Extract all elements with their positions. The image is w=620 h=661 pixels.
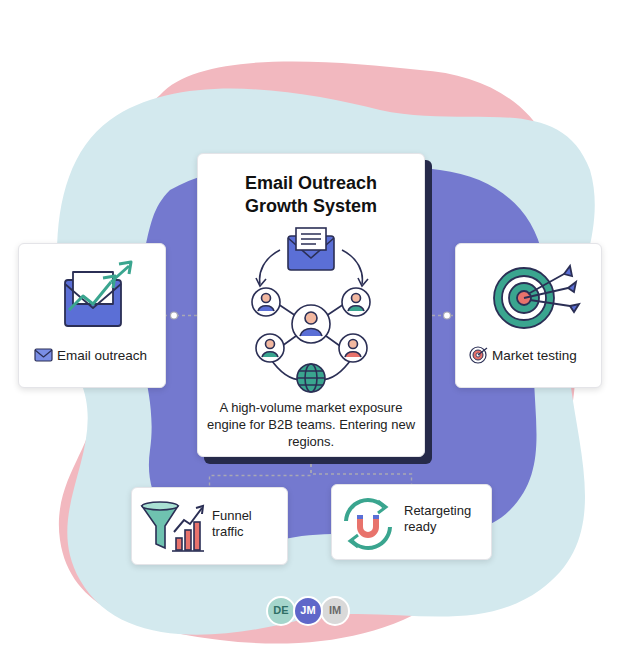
avatar-initials: IM [329,604,341,618]
connector-dot [444,312,451,319]
avatar-circle: IM [320,596,350,626]
avatar-initials: JM [300,604,315,618]
card-title: Email Outreach Growth System [222,172,400,219]
card-box: Funnel traffic [131,487,288,565]
card-box: Email outreach [18,243,166,388]
avatar-circle: JM [293,596,323,626]
avatar-circle: DE [266,596,296,626]
avatar-initials: DE [273,604,288,618]
card-label: Email outreach [57,348,147,365]
card-label: Retargeting ready [404,503,486,536]
connector-dot [171,312,178,319]
dotted-connector [311,464,412,484]
card-box: Email Outreach Growth System A high-volum… [197,153,425,457]
card-box: Market testing [455,243,602,388]
email-growth-icon [19,244,167,389]
target-icon [456,244,603,389]
card-label: Funnel traffic [212,508,282,541]
light-blue-blob [57,89,595,635]
dotted-connector [210,464,312,487]
funnel-icon [132,488,289,566]
card-label: Market testing [492,348,577,365]
card-description: A high-volume market exposure engine for… [206,400,416,451]
card-box: Retargeting ready [331,484,492,560]
